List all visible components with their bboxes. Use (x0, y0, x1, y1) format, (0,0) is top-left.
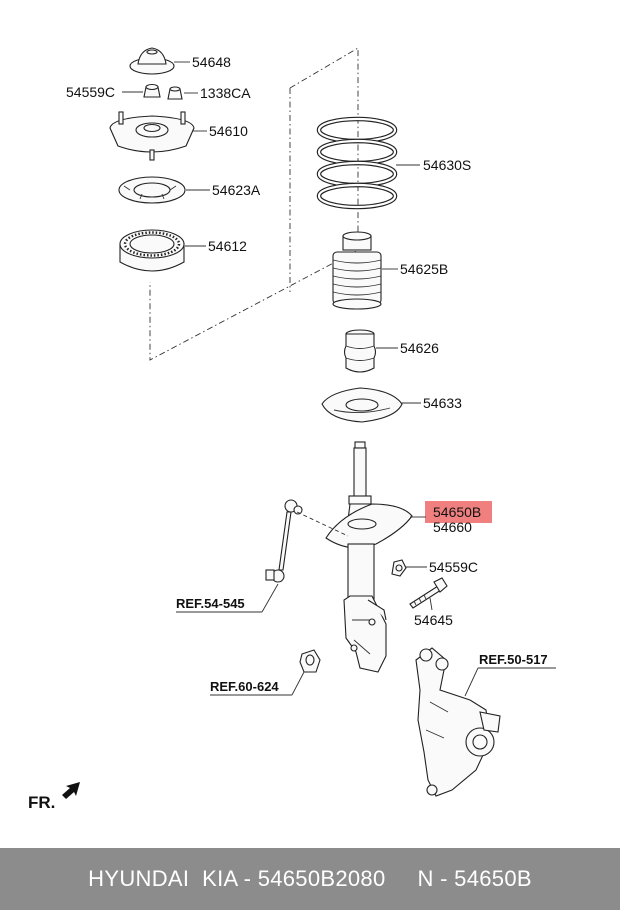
nut-ref-60-624 (299, 649, 321, 673)
strut-assembly-diagram: 54648 54559C 1338CA 54610 54623A 54612 (28, 47, 556, 812)
part-number-footer: HYUNDAI KIA - 54650B2080 N - 54650B (0, 848, 620, 910)
label-54559c-mid: 54559C (429, 559, 478, 575)
label-ref-60-624: REF.60-624 (210, 679, 279, 694)
spacer-54623a (118, 176, 186, 204)
group-outline (149, 47, 359, 361)
footer-brand-part: HYUNDAI KIA - 54650B2080 (88, 866, 386, 891)
label-54650b: 54650B (433, 504, 481, 520)
label-54645: 54645 (414, 612, 453, 628)
bearing-54612 (119, 229, 185, 272)
bolt-54645 (409, 577, 448, 609)
label-54625b: 54625B (400, 261, 448, 277)
stabilizer-link (265, 499, 303, 583)
mount-54610 (109, 111, 195, 161)
cap-54648 (129, 47, 175, 75)
label-1338ca: 1338CA (200, 85, 251, 101)
nut-54559c-mid (391, 559, 407, 577)
steering-knuckle (415, 647, 501, 797)
front-arrow-icon (62, 782, 80, 799)
label-ref-50-517: REF.50-517 (479, 652, 548, 667)
highlight-54650b (425, 501, 492, 523)
label-54626: 54626 (400, 340, 439, 356)
footer-spacer (385, 866, 417, 892)
label-54623a: 54623A (212, 182, 261, 198)
label-54559c-top: 54559C (66, 84, 115, 100)
label-54648: 54648 (192, 54, 231, 70)
label-54660: 54660 (433, 519, 472, 535)
label-ref-54-545: REF.54-545 (176, 596, 245, 611)
footer-short-part: N - 54650B (417, 866, 532, 891)
label-54612: 54612 (208, 238, 247, 254)
spring-pad-54633 (321, 387, 403, 423)
coil-spring-54630s (316, 116, 398, 210)
label-54630s: 54630S (423, 157, 471, 173)
label-54610: 54610 (209, 123, 248, 139)
dust-cover-54625b (332, 231, 382, 310)
label-fr: FR. (28, 793, 55, 812)
nut-54559c-top (143, 83, 161, 98)
label-54633: 54633 (423, 395, 462, 411)
strut-54650b (325, 441, 413, 673)
nut-1338ca (167, 86, 183, 100)
bump-stopper-54626 (343, 329, 377, 373)
